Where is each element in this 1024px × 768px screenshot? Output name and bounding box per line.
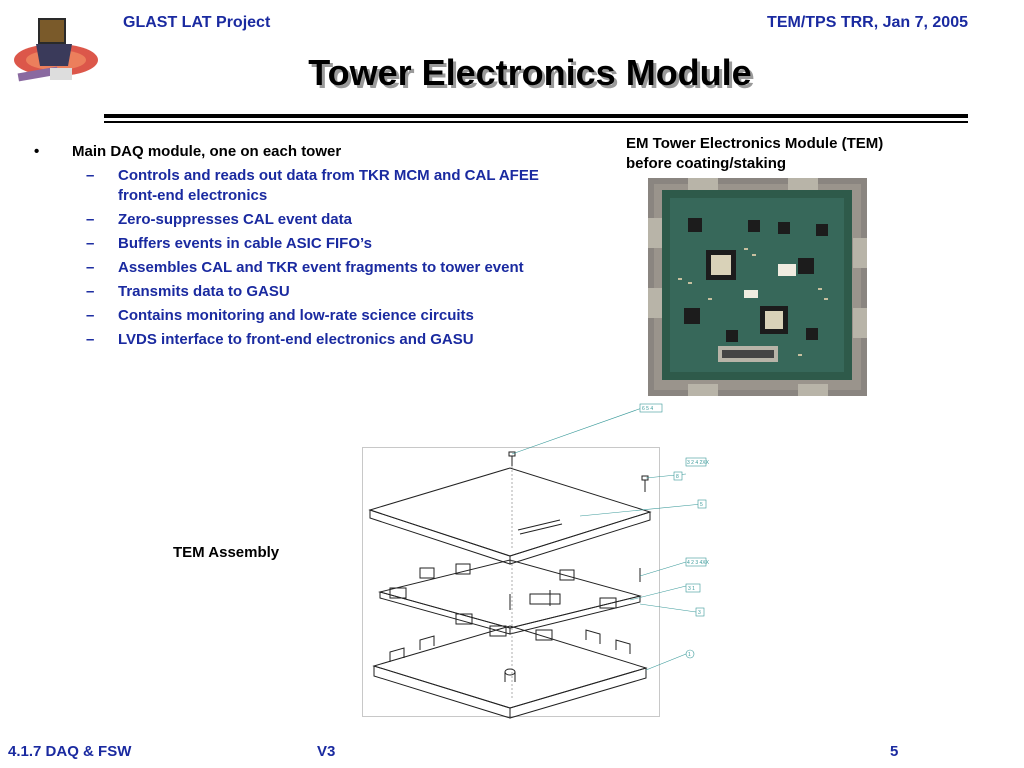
footer-section: 4.1.7 DAQ & FSW: [8, 743, 132, 760]
sub-bullet: – Buffers events in cable ASIC FIFO’s: [28, 234, 568, 254]
callout-label: 3 2 4 2XX: [687, 460, 710, 466]
sub-bullet-text: Assembles CAL and TKR event fragments to…: [118, 259, 524, 276]
sub-bullet: – LVDS interface to front-end electronic…: [28, 330, 568, 350]
sub-bullet-marker: –: [86, 307, 95, 324]
sub-bullet-text: Zero-suppresses CAL event data: [118, 211, 352, 228]
sub-bullet-text: Buffers events in cable ASIC FIFO’s: [118, 235, 372, 252]
sub-bullet-text: Contains monitoring and low-rate science…: [118, 307, 474, 324]
sub-bullet-marker: –: [86, 211, 95, 228]
header-project: GLAST LAT Project: [123, 14, 271, 31]
sub-bullet-marker: –: [86, 283, 95, 300]
glast-logo-icon: [14, 18, 98, 82]
title-divider: [104, 114, 968, 118]
callout-label: 3 1: [688, 586, 695, 592]
callout-label: 4 2 3 4XX: [687, 560, 710, 566]
sub-bullet-text: LVDS interface to front-end electronics …: [118, 331, 474, 348]
page-title: Tower Electronics Module: [308, 52, 752, 93]
photo-caption-line2: before coating/staking: [626, 155, 787, 172]
bullet-main-text: Main DAQ module, one on each tower: [72, 143, 342, 160]
callout-label: 1: [688, 652, 691, 658]
callout-label: 3: [698, 610, 701, 616]
tem-assembly-drawing: 6 5 4 3 2 4 2XX 8 5 4 2 3 4XX 3 1 3 1: [368, 403, 710, 719]
sub-bullet: – Transmits data to GASU: [28, 282, 568, 302]
sub-bullet: – Zero-suppresses CAL event data: [28, 210, 568, 230]
footer-version: V3: [317, 743, 336, 760]
callout-label: 6 5 4: [642, 406, 653, 412]
assembly-caption: TEM Assembly: [173, 544, 280, 561]
callout-label: 5: [700, 502, 703, 508]
sub-bullet: – Contains monitoring and low-rate scien…: [28, 306, 568, 326]
sub-bullet-marker: –: [86, 331, 95, 348]
sub-bullet-marker: –: [86, 235, 95, 252]
photo-caption: EM Tower Electronics Module (TEM) before…: [626, 134, 946, 174]
bullet-list: • Main DAQ module, one on each tower – C…: [28, 142, 568, 350]
sub-bullet: – Assembles CAL and TKR event fragments …: [28, 258, 568, 278]
sub-bullet-text: Controls and reads out data from TKR MCM…: [118, 167, 539, 204]
footer-page-number: 5: [890, 743, 899, 760]
tem-board-photo: [648, 178, 867, 396]
photo-caption-line1: EM Tower Electronics Module (TEM): [626, 135, 884, 152]
header-meeting: TEM/TPS TRR, Jan 7, 2005: [767, 14, 968, 31]
sub-bullet-marker: –: [86, 167, 95, 184]
sub-bullet-marker: –: [86, 259, 95, 276]
sub-bullet-text: Transmits data to GASU: [118, 283, 290, 300]
callout-label: 8: [676, 474, 679, 480]
bullet-marker: •: [34, 143, 40, 160]
sub-bullet: – Controls and reads out data from TKR M…: [28, 166, 568, 206]
drawing-frame: [362, 447, 660, 717]
bullet-main: • Main DAQ module, one on each tower: [28, 142, 568, 162]
title-divider-thin: [104, 121, 968, 123]
